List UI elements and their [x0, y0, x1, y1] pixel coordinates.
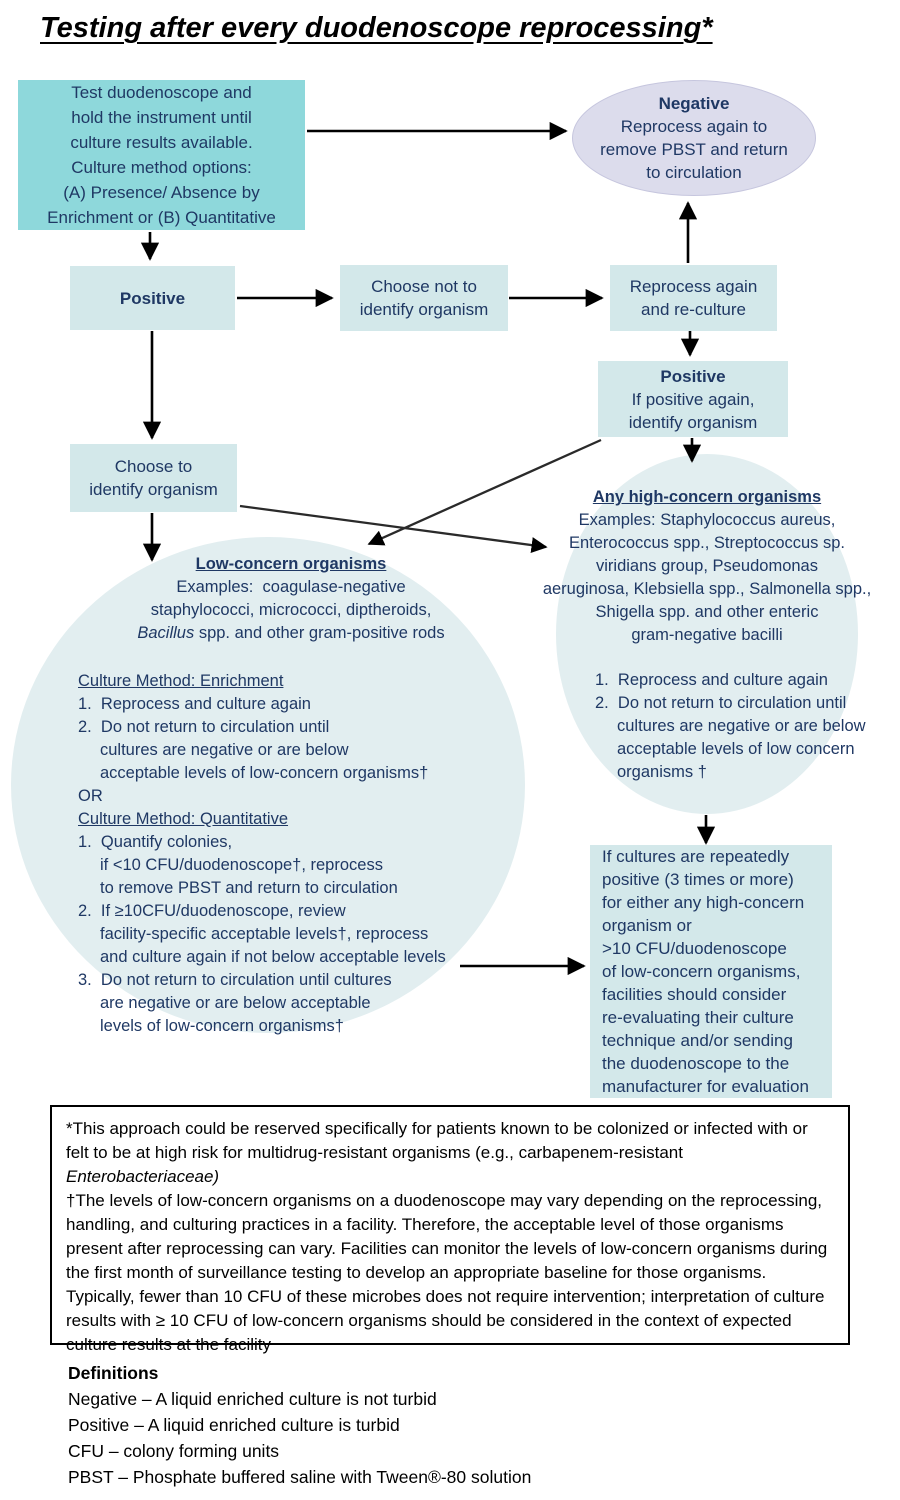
high-concern-content: Any high-concern organisms Examples: Sta…	[542, 486, 872, 784]
box-line: organism or	[602, 916, 692, 935]
quantitative-item: are negative or are below acceptable	[100, 994, 371, 1012]
box-line: >10 CFU/duodenoscope	[602, 939, 787, 958]
enrichment-heading: Culture Method: Enrichment	[78, 672, 284, 690]
box-line: Culture method options:	[71, 158, 252, 177]
definition-item: CFU – colony forming units	[68, 1441, 280, 1461]
high-item: 2. Do not return to circulation until	[595, 694, 847, 712]
box-line: Reprocess again	[629, 277, 758, 296]
footnote-star-italic: Enterobacteriaceae)	[66, 1167, 220, 1186]
box-line: culture results available.	[70, 133, 253, 152]
low-example-line: Bacillus spp. and other gram-positive ro…	[60, 622, 522, 645]
footnote-box: *This approach could be reserved specifi…	[50, 1105, 850, 1354]
high-item: organisms †	[617, 763, 707, 781]
low-concern-circle	[11, 537, 525, 1033]
definitions-section: Definitions Negative – A liquid enriched…	[68, 1360, 531, 1490]
ellipse-line: Reprocess again to	[620, 117, 768, 136]
choose-to-identify-box: Choose to identify organism	[70, 444, 237, 512]
quantitative-item: 2. If ≥10CFU/duodenoscope, review	[78, 902, 346, 920]
high-item: acceptable levels of low concern	[617, 740, 855, 758]
high-example-line: viridians group, Pseudomonas	[596, 557, 818, 575]
quantitative-item: 3. Do not return to circulation until cu…	[78, 971, 392, 989]
low-example-line: Examples: coagulase-negative	[176, 578, 406, 596]
footnote-dagger: †The levels of low-concern organisms on …	[66, 1191, 828, 1354]
definition-item: Positive – A liquid enriched culture is …	[68, 1415, 400, 1435]
high-example-line: aeruginosa, Klebsiella spp., Salmonella …	[542, 580, 872, 598]
choose-not-to-identify-box: Choose not to identify organism	[340, 265, 508, 331]
box-line: the duodenoscope to the	[602, 1054, 790, 1073]
box-line: If positive again,	[631, 389, 755, 409]
high-concern-heading: Any high-concern organisms	[592, 488, 822, 506]
box-line: If cultures are repeatedly	[602, 847, 790, 866]
negative-title: Negative	[658, 94, 730, 113]
quantitative-heading: Culture Method: Quantitative	[78, 810, 289, 828]
low-example-tail: spp. and other gram-positive rods	[194, 624, 445, 642]
high-item: 1. Reprocess and culture again	[595, 671, 828, 689]
enrichment-item: 1. Reprocess and culture again	[78, 695, 311, 713]
box-line: for either any high-concern	[602, 893, 805, 912]
enrichment-item: acceptable levels of low-concern organis…	[100, 764, 429, 782]
bacillus-italic: Bacillus	[137, 624, 195, 642]
quantitative-item: if <10 CFU/duodenoscope†, reprocess	[100, 856, 383, 874]
box-line: identify organism	[359, 300, 489, 319]
high-example-line: Enterococcus spp., Streptococcus sp.	[568, 534, 846, 552]
box-line: Test duodenoscope and	[71, 83, 252, 102]
positive-again-box: Positive If positive again, identify org…	[598, 361, 788, 437]
box-line: (A) Presence/ Absence by	[63, 183, 260, 202]
box-line: facilities should consider	[602, 985, 787, 1004]
definitions-heading: Definitions	[68, 1363, 159, 1383]
ellipse-line: to circulation	[646, 163, 742, 182]
box-line: re-evaluating their culture	[602, 1008, 794, 1027]
footnote-star: *This approach could be reserved specifi…	[66, 1117, 834, 1189]
quantitative-item: levels of low-concern organisms†	[100, 1017, 344, 1035]
high-example-line: gram-negative bacilli	[631, 626, 783, 644]
quantitative-item: facility-specific acceptable levels†, re…	[100, 925, 429, 943]
high-concern-items: 1. Reprocess and culture again 2. Do not…	[595, 669, 872, 784]
quantitative-item: 1. Quantify colonies,	[78, 833, 233, 851]
negative-terminal-ellipse: Negative Reprocess again to remove PBST …	[572, 80, 816, 196]
box-line: Choose to	[114, 457, 193, 476]
box-line: identify organism	[89, 480, 218, 499]
low-concern-heading: Low-concern organisms	[195, 555, 387, 573]
high-item: cultures are negative or are below	[617, 717, 866, 735]
box-line: technique and/or sending	[602, 1031, 793, 1050]
positive-box: Positive	[70, 266, 235, 330]
test-duodenoscope-box: Test duodenoscope and hold the instrumen…	[18, 80, 305, 230]
high-example-line: Examples: Staphylococcus aureus,	[578, 511, 836, 529]
reprocess-again-box: Reprocess again and re-culture	[610, 265, 777, 331]
footnote-star-text: *This approach could be reserved specifi…	[66, 1119, 808, 1162]
definition-item: PBST – Phosphate buffered saline with Tw…	[68, 1467, 532, 1487]
box-line: manufacturer for evaluation	[602, 1077, 809, 1096]
low-example-line: staphylococci, micrococci, diptheroids,	[150, 601, 432, 619]
box-line: Choose not to	[371, 277, 477, 296]
quantitative-item: to remove PBST and return to circulation	[100, 879, 398, 897]
enrichment-item: 2. Do not return to circulation until	[78, 718, 330, 736]
or-label: OR	[78, 787, 103, 805]
low-concern-content: Low-concern organisms Examples: coagulas…	[60, 553, 522, 1038]
definition-item: Negative – A liquid enriched culture is …	[68, 1389, 437, 1409]
ellipse-line: remove PBST and return	[600, 140, 788, 159]
box-line: of low-concern organisms,	[602, 962, 801, 981]
box-line: identify organism	[628, 412, 758, 432]
repeatedly-positive-box: If cultures are repeatedly positive (3 t…	[590, 845, 832, 1098]
positive-again-title: Positive	[660, 366, 726, 386]
enrichment-item: cultures are negative or are below	[100, 741, 349, 759]
box-line: and re-culture	[641, 300, 746, 319]
box-line: Positive	[119, 288, 186, 308]
box-line: hold the instrument until	[71, 108, 252, 127]
box-line: Enrichment or (B) Quantitative	[47, 208, 276, 227]
box-line: positive (3 times or more)	[602, 870, 794, 889]
high-example-line: Shigella spp. and other enteric	[595, 603, 819, 621]
quantitative-item: and culture again if not below acceptabl…	[100, 948, 446, 966]
enrichment-method-block: Culture Method: Enrichment 1. Reprocess …	[60, 670, 522, 1038]
high-concern-circle	[556, 454, 858, 814]
page-title: Testing after every duodenoscope reproce…	[40, 12, 713, 44]
